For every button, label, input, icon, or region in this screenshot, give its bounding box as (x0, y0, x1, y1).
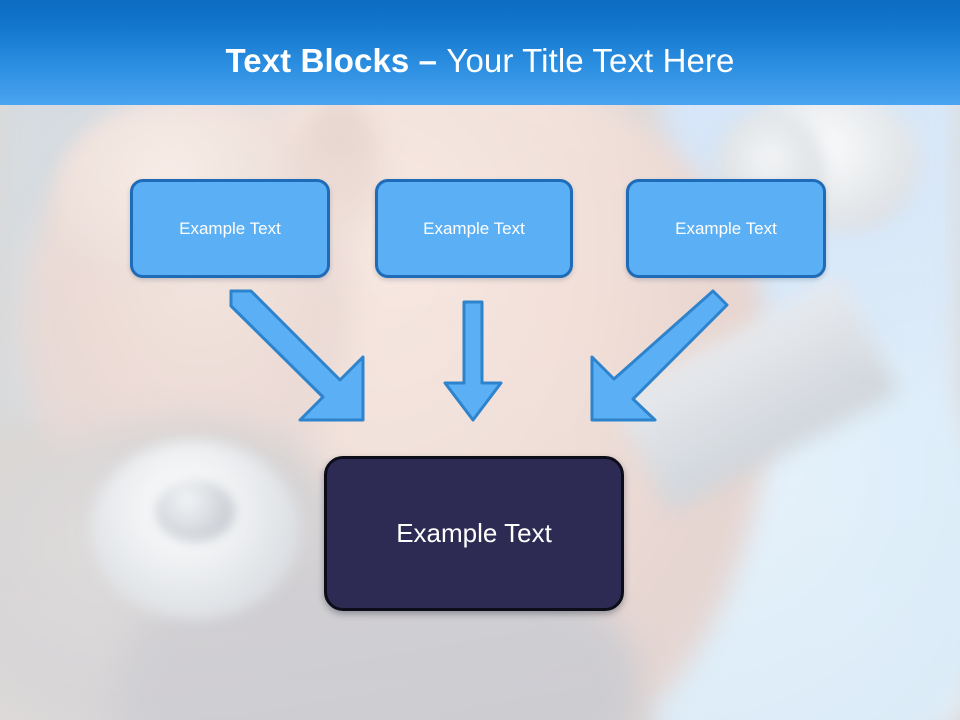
page-title-light: Your Title Text Here (446, 41, 735, 79)
result-text-block-label: Example Text (396, 518, 552, 548)
text-block-2-label: Example Text (423, 218, 525, 238)
text-block-3-label: Example Text (675, 218, 777, 238)
result-text-block[interactable]: Example Text (324, 456, 624, 611)
photo-region-weight-knob (155, 480, 235, 542)
page-title-bold: Text Blocks (225, 41, 410, 79)
page-title: Text Blocks – Your Title Text Here (225, 26, 734, 80)
text-block-1-label: Example Text (179, 218, 281, 238)
page-title-dash: – (409, 41, 447, 79)
text-block-3[interactable]: Example Text (626, 179, 826, 278)
text-block-1[interactable]: Example Text (130, 179, 330, 278)
text-block-2[interactable]: Example Text (375, 179, 573, 278)
slide-header-band: Text Blocks – Your Title Text Here (0, 0, 960, 105)
